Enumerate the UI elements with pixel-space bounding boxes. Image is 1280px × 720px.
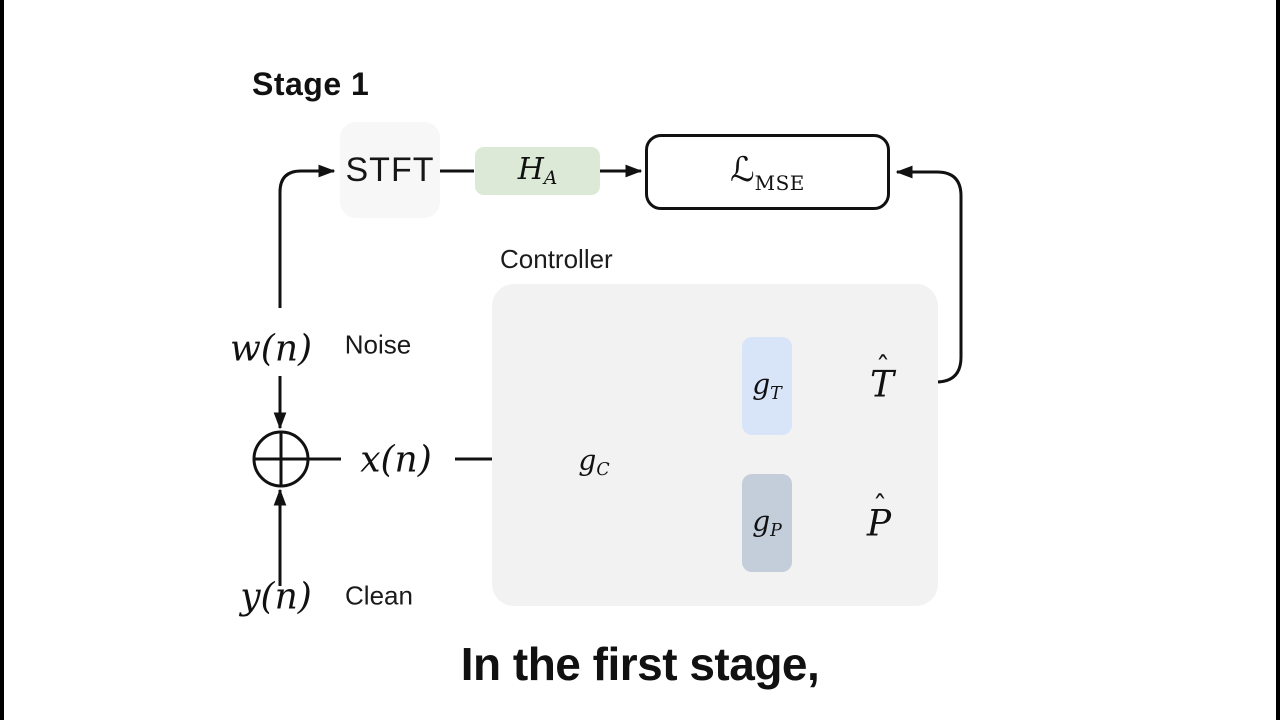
right-edge-bar [1276,0,1280,720]
gp-block: gP [742,474,792,572]
left-edge-bar [0,0,4,720]
gt-label: gT [752,368,782,404]
lmse-label: ℒMSE [730,149,805,195]
subtitle-caption: In the first stage, [460,638,820,690]
clean-tag-label: Clean [345,580,413,611]
mse-loss-block: ℒMSE [645,134,890,210]
clean-signal-label: y(n) [240,576,312,618]
stft-label: STFT [345,150,435,189]
stage-title: Stage 1 [252,66,370,102]
analysis-filter-block: HA [475,147,600,195]
controller-panel [492,284,938,606]
t-hat-circumflex: ˆ [875,350,891,385]
p-hat-circumflex: ˆ [872,489,888,524]
stft-block: STFT [340,122,440,218]
noise-tag-label: Noise [344,329,412,360]
gt-block: gT [742,337,792,435]
controller-label: Controller [500,244,613,274]
noise-signal-label: w(n) [229,328,313,370]
wire-noise-to-stft [278,164,336,308]
wire-that-to-lmse [895,165,963,384]
gc-label: gC [578,444,610,480]
mix-signal-label: x(n) [360,439,432,481]
ha-label: HA [517,152,558,190]
gp-label: gP [752,505,782,541]
